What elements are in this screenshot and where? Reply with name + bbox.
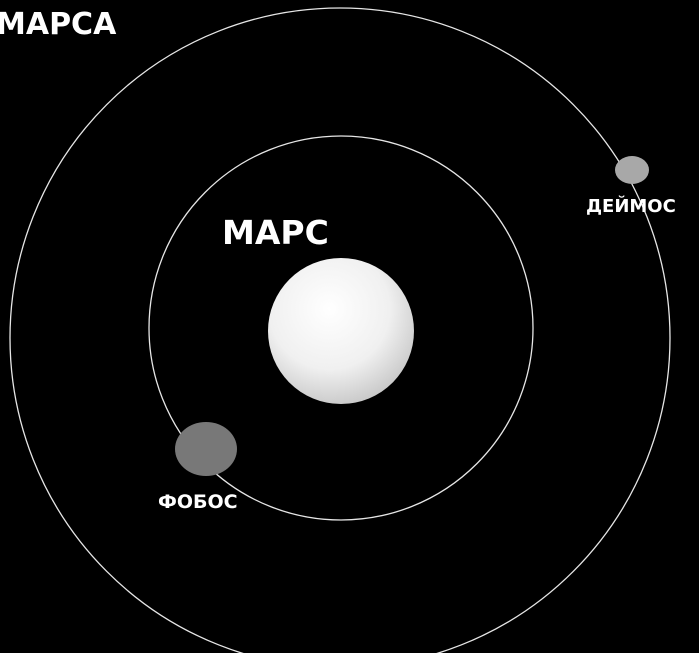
diagram-title: МАРСА xyxy=(0,7,117,42)
phobos-moon xyxy=(175,422,237,476)
phobos-label: ФОБОС xyxy=(158,491,238,513)
deimos-moon xyxy=(615,156,649,184)
mars-planet xyxy=(268,258,414,404)
mars-label: МАРС xyxy=(222,213,329,252)
deimos-label: ДЕЙМОС xyxy=(586,195,676,217)
